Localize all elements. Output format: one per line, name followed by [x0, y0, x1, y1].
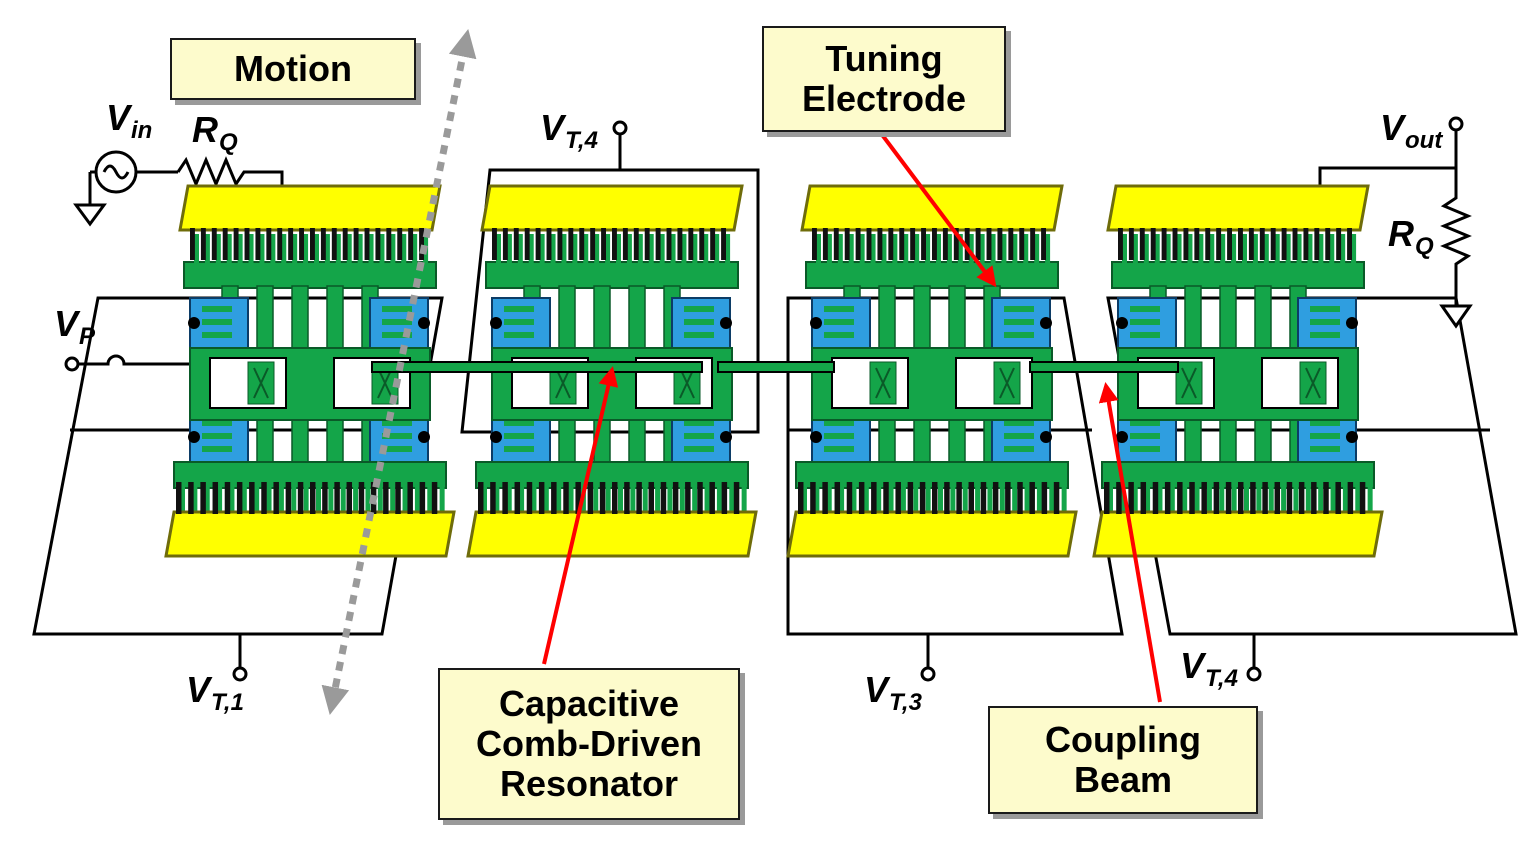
resonator-label-line1: Capacitive — [498, 682, 680, 724]
coupling-beam-1 — [371, 361, 703, 373]
anchor-icon — [490, 431, 502, 443]
anchor-icon — [1346, 317, 1358, 329]
vt3-label: VT,3 — [864, 669, 922, 716]
resonator-1 — [173, 234, 447, 514]
rq-right-label: RQ — [1388, 213, 1434, 260]
resonator-label-line3: Resonator — [499, 763, 679, 805]
resonator-3-top-electrode — [800, 184, 1064, 260]
terminal-node-icon — [920, 666, 936, 682]
resonator-2-top-electrode — [480, 184, 744, 260]
resistor-icon — [1440, 168, 1472, 306]
anchor-icon — [1116, 317, 1128, 329]
terminal-node-icon — [1448, 116, 1464, 132]
anchor-icon — [1040, 431, 1052, 443]
anchor-icon — [418, 431, 430, 443]
electrode-pad — [800, 184, 1064, 232]
anchor-icon — [418, 317, 430, 329]
resonator-4-top-electrode — [1106, 184, 1370, 260]
resonator-array — [164, 184, 1384, 558]
tuning-label-line1: Tuning — [825, 37, 943, 79]
coupling-beam-callout: Coupling Beam — [988, 706, 1258, 814]
terminal-node-icon — [612, 120, 628, 136]
vout-label: Vout — [1380, 107, 1443, 154]
overlay-symbols — [321, 29, 1162, 715]
resonator-callout: Capacitive Comb-Driven Resonator — [438, 668, 740, 820]
ground-icon — [1439, 304, 1473, 329]
electrode-pad — [466, 510, 758, 558]
terminal-node-icon — [64, 356, 80, 372]
ground-icon — [73, 203, 107, 227]
coupling-label-line1: Coupling — [1045, 718, 1201, 760]
resonator-2-bottom-electrode — [466, 482, 758, 558]
resonator-label-line2: Comb-Driven — [475, 722, 703, 764]
anchor-icon — [188, 431, 200, 443]
resonator-4-bottom-electrode — [1092, 482, 1384, 558]
electrode-pad — [1106, 184, 1370, 232]
terminal-node-icon — [232, 666, 248, 682]
vt1-label: VT,1 — [186, 669, 244, 716]
anchor-icon — [1346, 431, 1358, 443]
vt4-bottom-label: VT,4 — [1180, 645, 1238, 692]
vin-label: Vin — [106, 97, 153, 144]
tuning-electrode-callout: Tuning Electrode — [762, 26, 1006, 132]
coupling-pointer-arrow — [1098, 382, 1162, 703]
coupling-label-line2: Beam — [1073, 759, 1173, 800]
resonator-pointer-arrow — [542, 366, 619, 665]
resonator-4 — [1101, 234, 1375, 514]
motion-callout: Motion — [170, 38, 416, 100]
resistor-icon — [176, 156, 284, 204]
substrate-outline-3 — [786, 296, 1124, 636]
anchor-icon — [810, 317, 822, 329]
electrode-pad — [1092, 510, 1384, 558]
resonator-3-bottom-electrode — [786, 482, 1078, 558]
anchor-icon — [720, 317, 732, 329]
terminal-node-icon — [1246, 666, 1262, 682]
anchor-icon — [1040, 317, 1052, 329]
wiring — [64, 116, 1473, 682]
coupling-beam-3 — [1029, 361, 1179, 373]
electrode-pad — [178, 184, 442, 232]
vp-label: VP — [54, 303, 96, 350]
anchor-icon — [810, 431, 822, 443]
vt4-top-label: VT,4 — [540, 107, 598, 154]
resonator-2 — [475, 234, 749, 514]
electrode-pad — [786, 510, 1078, 558]
rq-left-label: RQ — [192, 109, 238, 156]
tuning-pointer-arrow — [878, 130, 997, 288]
motion-label: Motion — [234, 47, 352, 89]
electrode-pad — [164, 510, 456, 558]
resonator-3 — [795, 234, 1069, 514]
anchor-icon — [1116, 431, 1128, 443]
anchor-icon — [720, 431, 732, 443]
electrode-pad — [480, 184, 744, 232]
anchor-icon — [490, 317, 502, 329]
motion-arrow — [321, 29, 477, 715]
anchor-icon — [188, 317, 200, 329]
coupling-beam-2 — [717, 361, 835, 373]
tuning-label-line2: Electrode — [801, 78, 967, 119]
